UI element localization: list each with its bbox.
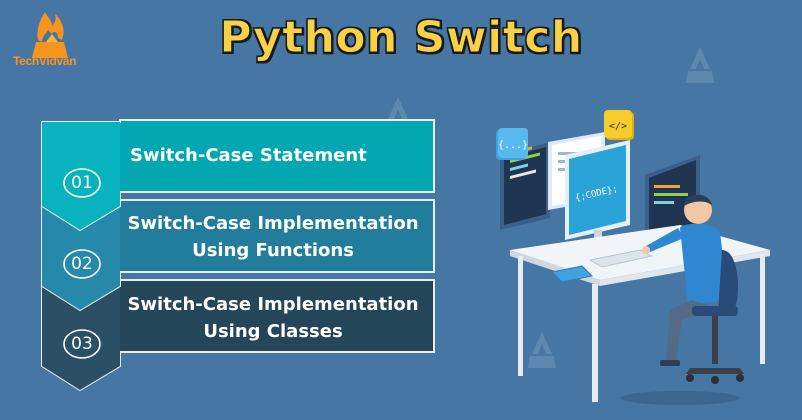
watermark-logo-icon	[686, 47, 714, 83]
tablet	[550, 265, 594, 283]
step-3-label-line2: Using Classes	[203, 321, 343, 342]
keyboard	[588, 249, 654, 268]
step-1-label: Switch-Case Statement	[88, 142, 418, 169]
step-2-number: 02	[71, 254, 93, 274]
back-monitor-left	[500, 142, 550, 230]
step-3-label: Switch-Case Implementation Using Classes	[118, 291, 428, 345]
code-braces-badge-icon: {...}	[496, 128, 528, 160]
step-2-label-line2: Using Functions	[192, 240, 354, 261]
brand-name: TechVidvan	[13, 54, 77, 68]
step-2-number-circle	[63, 249, 101, 279]
step-2-label: Switch-Case Implementation Using Functio…	[118, 210, 428, 264]
steps-list: 01 02 03 Switch-Case Statement Switch-Ca…	[38, 118, 438, 398]
developer-person	[642, 194, 728, 366]
step-1-number: 01	[71, 173, 93, 193]
step-1-label-text: Switch-Case Statement	[130, 145, 367, 166]
steps-graphic	[41, 119, 435, 392]
developer-illustration: {...} </> {;CODE};	[496, 110, 770, 405]
techvidvan-logo-icon	[32, 12, 68, 58]
watermark-logo-icon	[528, 332, 556, 368]
step-3-number: 03	[71, 334, 93, 354]
step-2-label-line1: Switch-Case Implementation	[127, 213, 419, 234]
badge-right-text: </>	[609, 121, 627, 132]
step-3-number-circle	[63, 329, 101, 359]
badge-left-text: {...}	[498, 140, 528, 151]
office-chair	[686, 250, 744, 384]
code-tag-badge-icon: </>	[604, 110, 634, 140]
step-1-number-circle	[63, 168, 101, 198]
page-title: Python Switch	[219, 12, 583, 64]
step-3-label-line1: Switch-Case Implementation	[127, 294, 419, 315]
